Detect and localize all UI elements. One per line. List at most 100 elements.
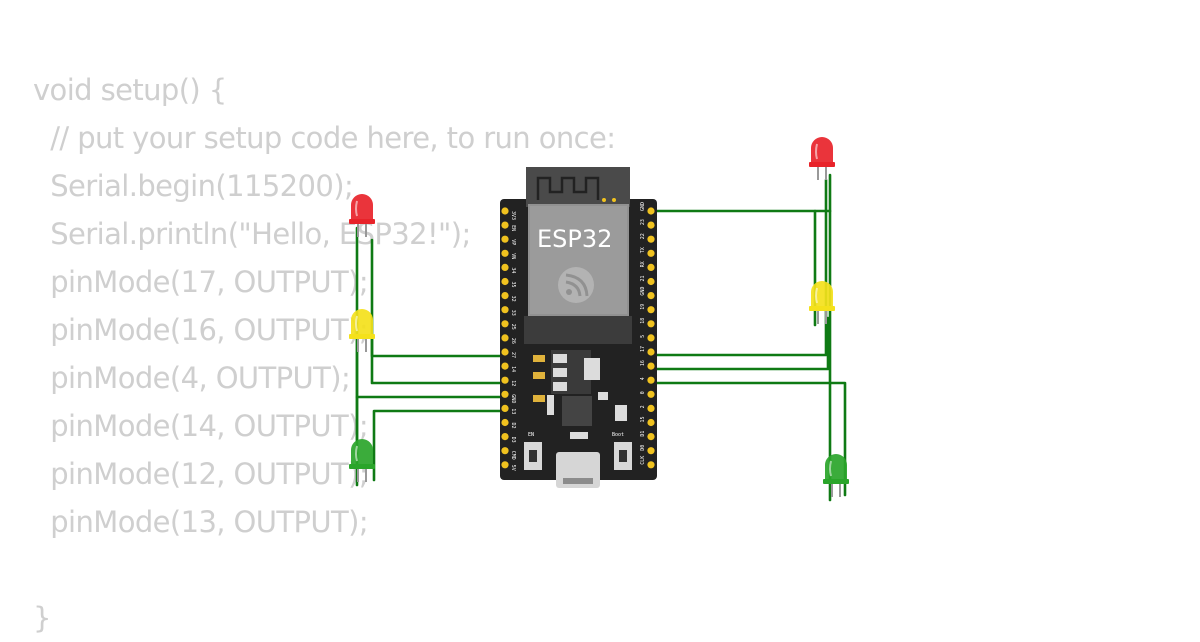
header-pin[interactable] — [501, 207, 509, 215]
header-pin[interactable] — [647, 263, 655, 271]
left-pin-header: 3V3ENVPVN343532332526271412GND13D2D3CMD5… — [501, 207, 516, 471]
pin-label: 27 — [510, 352, 516, 358]
pin-label: CLK — [640, 456, 646, 465]
header-pin[interactable] — [501, 433, 509, 441]
led-red[interactable] — [349, 194, 375, 237]
header-pin[interactable] — [647, 249, 655, 257]
wire-red-left[interactable] — [370, 333, 507, 358]
header-pin[interactable] — [501, 306, 509, 314]
header-pin[interactable] — [647, 390, 655, 398]
header-pin[interactable] — [501, 348, 509, 356]
espressif-logo-icon — [558, 267, 594, 303]
led-indicator — [612, 198, 616, 202]
header-pin[interactable] — [647, 418, 655, 427]
wire-green-right[interactable] — [649, 381, 847, 497]
pin-label: 33 — [510, 310, 516, 316]
code-line: void setup() { — [33, 73, 227, 107]
led-green[interactable] — [349, 439, 375, 482]
header-pin[interactable] — [501, 221, 509, 229]
pin-label: D1 — [640, 431, 646, 437]
header-pin[interactable] — [501, 334, 509, 342]
code-line: pinMode(12, OUTPUT); — [33, 457, 369, 491]
header-pin[interactable] — [647, 235, 655, 243]
led-yellow[interactable] — [809, 281, 835, 324]
header-pin[interactable] — [647, 348, 655, 356]
wire-gnd-right[interactable] — [649, 173, 832, 213]
header-pin[interactable] — [501, 404, 509, 412]
header-pin[interactable] — [501, 277, 509, 286]
wire-red-right[interactable] — [649, 178, 828, 357]
header-pin[interactable] — [501, 447, 509, 455]
pin-label: 18 — [640, 318, 646, 324]
usb-uart-chip — [562, 396, 592, 426]
led-indicator — [602, 198, 606, 202]
pin-label: 34 — [510, 267, 516, 273]
pin-label: 23 — [640, 219, 646, 225]
wire-yellow-left[interactable] — [370, 238, 507, 385]
pin-label: 26 — [510, 338, 516, 344]
header-pin[interactable] — [647, 376, 655, 384]
leds-group — [349, 137, 849, 497]
header-pin[interactable] — [647, 447, 655, 455]
pin-label: 2 — [640, 405, 646, 408]
header-pin[interactable] — [647, 277, 655, 286]
boot-label: Boot — [612, 432, 624, 438]
pin-label: 35 — [510, 282, 516, 288]
header-pin[interactable] — [501, 390, 509, 398]
header-pin[interactable] — [647, 207, 655, 215]
header-pin[interactable] — [647, 306, 655, 314]
pin-label: 17 — [640, 346, 646, 352]
header-pin[interactable] — [501, 320, 509, 328]
pin-label: 13 — [510, 408, 516, 414]
header-pin[interactable] — [647, 292, 655, 300]
boot-button-cap — [619, 450, 627, 462]
wire-yellow-right[interactable] — [649, 316, 830, 371]
header-pin[interactable] — [647, 433, 655, 441]
header-pin[interactable] — [501, 235, 509, 243]
led-red[interactable] — [809, 137, 835, 180]
pin-label: EN — [510, 225, 516, 231]
header-pin[interactable] — [647, 221, 655, 229]
wires-group — [355, 173, 847, 502]
led-green[interactable] — [823, 454, 849, 497]
header-pin[interactable] — [501, 362, 509, 370]
pin-label: 3V3 — [510, 211, 516, 220]
pin-label: 22 — [640, 233, 646, 239]
pin-label: RX — [640, 261, 646, 267]
pin-label: 14 — [510, 366, 516, 372]
header-pin[interactable] — [647, 320, 655, 328]
micro-usb-slot — [563, 478, 593, 484]
code-editor-text[interactable]: void setup() { // put your setup code he… — [33, 66, 616, 642]
wire-gnd-left[interactable] — [355, 395, 507, 442]
chip-label: ESP32 — [537, 225, 612, 253]
pin-label: 15 — [640, 416, 646, 422]
header-pin[interactable] — [647, 334, 655, 342]
header-pin[interactable] — [501, 376, 509, 384]
header-pin[interactable] — [647, 404, 655, 412]
led-yellow[interactable] — [349, 309, 375, 352]
component — [584, 358, 600, 380]
header-pin[interactable] — [501, 461, 509, 469]
header-pin[interactable] — [501, 263, 509, 271]
pin-label: 16 — [640, 360, 646, 366]
code-line: pinMode(16, OUTPUT); — [33, 313, 369, 347]
header-pin[interactable] — [647, 362, 655, 370]
pin-label: GND — [640, 202, 646, 211]
pin-label: 19 — [640, 304, 646, 310]
header-pin[interactable] — [501, 292, 509, 300]
pin-label: 32 — [510, 296, 516, 302]
pin-label: D0 — [640, 445, 646, 451]
header-pin[interactable] — [647, 461, 655, 469]
pin-label: 25 — [510, 324, 516, 330]
module-pads — [524, 316, 632, 344]
pin-label: VN — [510, 253, 516, 259]
component — [547, 395, 554, 415]
component — [533, 395, 545, 402]
wire-green-left[interactable] — [372, 409, 507, 482]
component — [533, 372, 545, 379]
header-pin[interactable] — [501, 418, 509, 427]
header-pin[interactable] — [501, 249, 509, 257]
antenna-trace-icon — [536, 176, 600, 200]
